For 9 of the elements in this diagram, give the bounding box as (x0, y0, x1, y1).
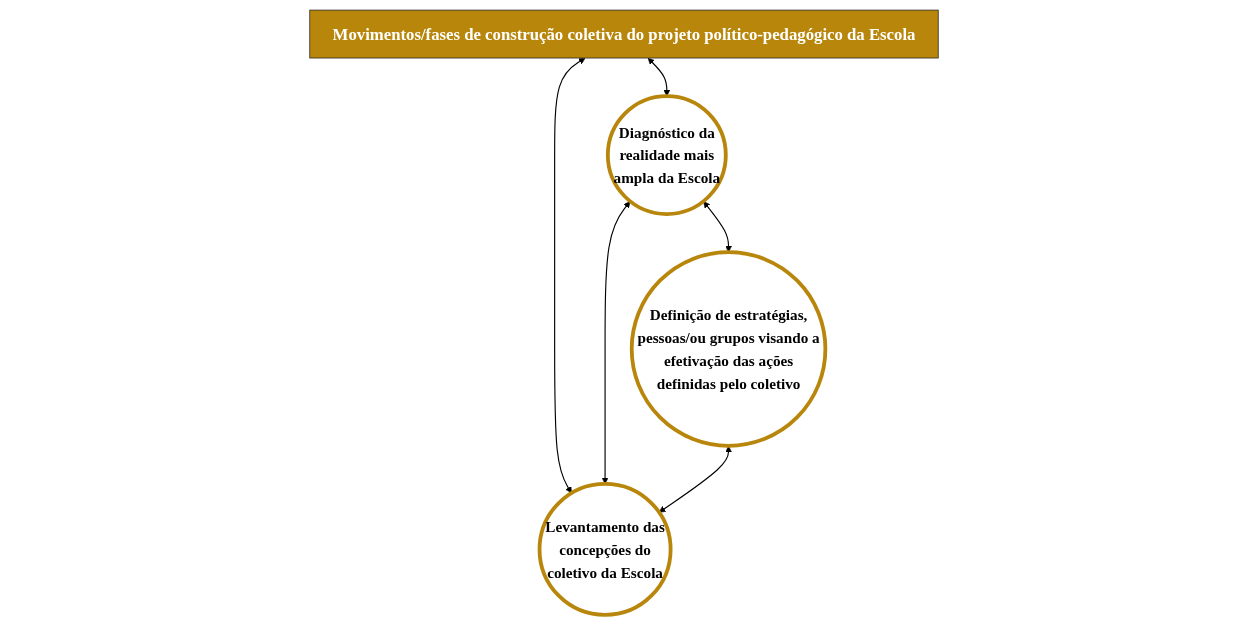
node-circle: Levantamento das concepções do coletivo da Escola (537, 481, 673, 617)
arrow (601, 201, 631, 485)
arrow (554, 57, 586, 494)
node-box: Movimentos/fases de construção coletiva do projeto político-pedagógico da Escola (309, 9, 939, 59)
arrow (703, 201, 732, 253)
arrow (647, 57, 671, 97)
node-circle: Definição de estratégias, pessoas/ou grupos visando a efetivação das ações definidas pelo coletivo (629, 250, 828, 448)
arrow (658, 445, 732, 513)
node-circle: Diagnóstico da realidade mais ampla da Escola (605, 94, 728, 216)
